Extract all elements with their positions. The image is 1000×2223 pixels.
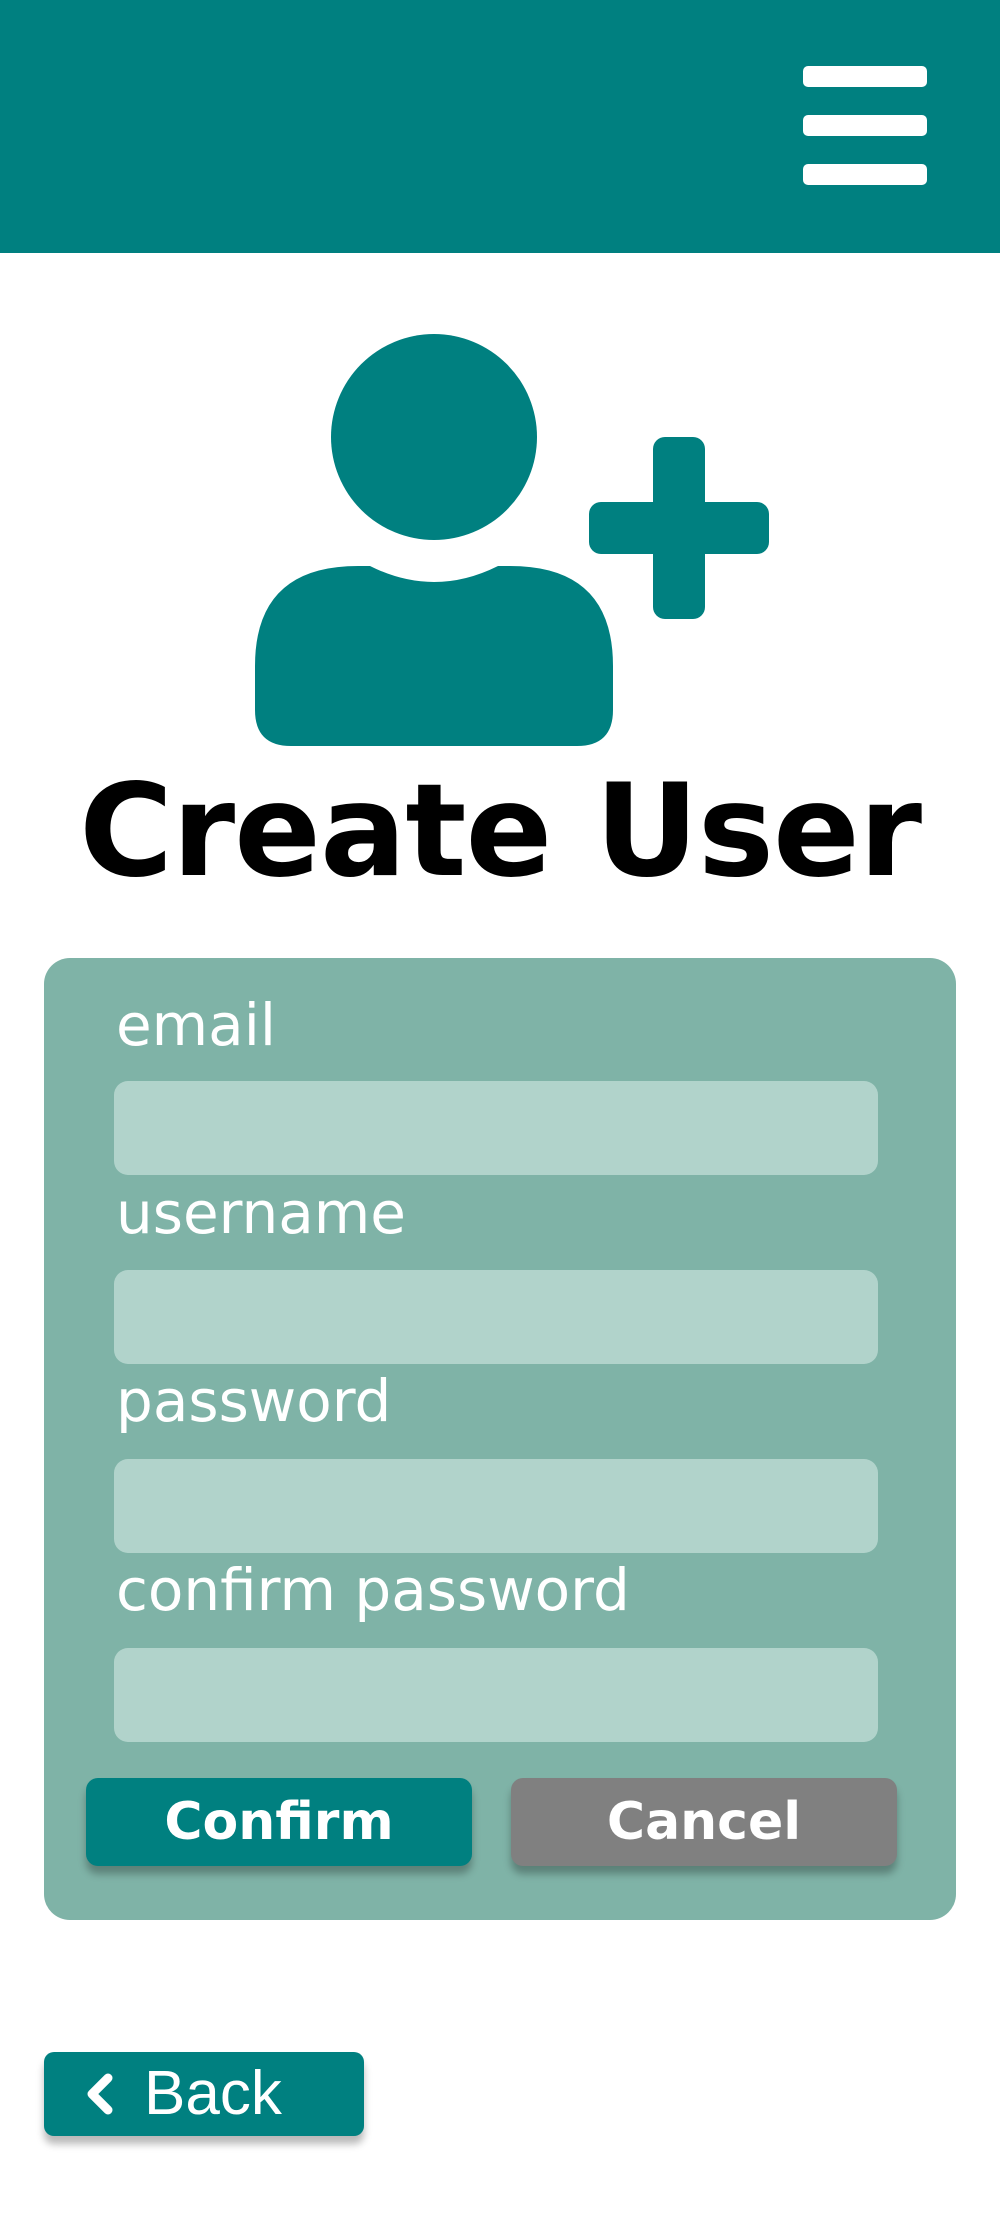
- password-label: password: [116, 1367, 392, 1435]
- confirm-password-field[interactable]: [114, 1648, 878, 1742]
- menu-bar: [803, 66, 927, 87]
- back-label: Back: [144, 2059, 282, 2128]
- menu-bar: [803, 164, 927, 185]
- top-app-bar: [0, 0, 1000, 253]
- menu-button[interactable]: [795, 60, 935, 190]
- confirm-password-label: confirm password: [116, 1556, 630, 1624]
- email-label: email: [116, 991, 276, 1059]
- add-user-icon: [255, 334, 769, 746]
- page-title: Create User: [79, 757, 922, 906]
- confirm-button[interactable]: Confirm: [86, 1778, 472, 1866]
- chevron-left-icon: [87, 2073, 113, 2115]
- create-user-form: email username password confirm password…: [44, 958, 956, 1920]
- password-field[interactable]: [114, 1459, 878, 1553]
- email-field[interactable]: [114, 1081, 878, 1175]
- menu-bar: [803, 115, 927, 136]
- back-button[interactable]: Back: [44, 2052, 364, 2136]
- cancel-button[interactable]: Cancel: [511, 1778, 897, 1866]
- username-field[interactable]: [114, 1270, 878, 1364]
- username-label: username: [116, 1179, 406, 1247]
